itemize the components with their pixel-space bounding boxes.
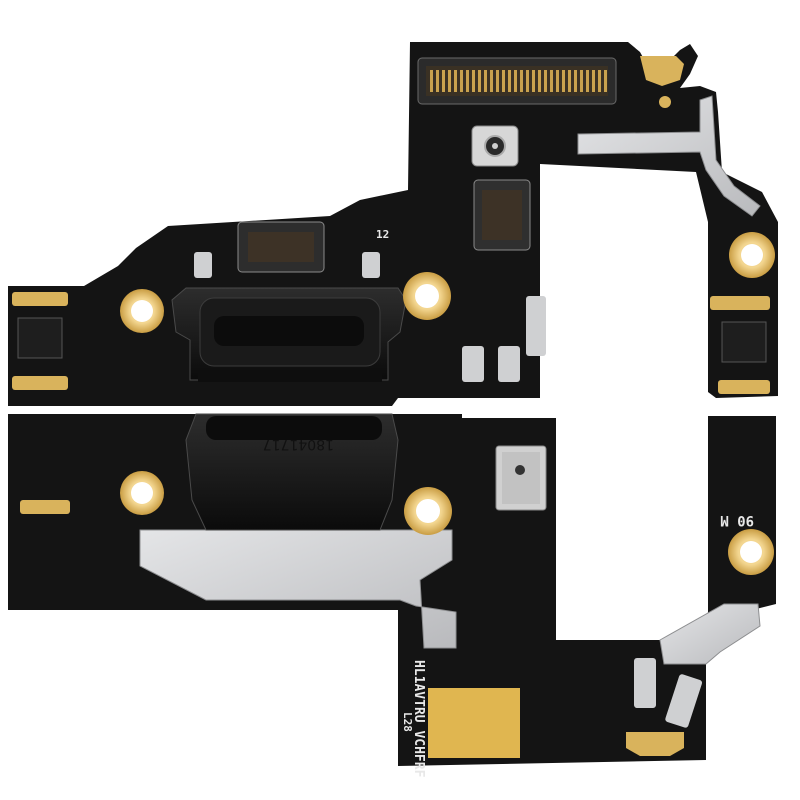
bottom-flex-board: 18041717 HL1AVTRU VCHFRF 90 M L28 bbox=[8, 413, 776, 778]
spring-clip bbox=[634, 658, 656, 708]
connector-pin bbox=[472, 70, 475, 92]
connector-pin bbox=[592, 70, 595, 92]
connector-pin bbox=[598, 70, 601, 92]
silk-mark: 90 M bbox=[720, 512, 754, 528]
chip bbox=[17, 317, 63, 359]
mount-hole bbox=[415, 284, 439, 308]
spring-clip bbox=[526, 296, 546, 356]
top-gold-notch bbox=[640, 56, 684, 86]
connector-code: 18041717 bbox=[263, 436, 334, 452]
connector-pin bbox=[454, 70, 457, 92]
board-connector-icon bbox=[417, 57, 617, 105]
antenna-connector-icon bbox=[471, 125, 519, 167]
usb-c-port-icon: 18041717 bbox=[185, 413, 399, 531]
side-pad bbox=[20, 500, 70, 514]
connector-pin bbox=[550, 70, 553, 92]
spring-clip bbox=[194, 252, 212, 278]
side-pad bbox=[12, 292, 68, 306]
spring-clip bbox=[498, 346, 520, 382]
mount-hole bbox=[740, 541, 762, 563]
board-connector-icon bbox=[237, 221, 325, 273]
microphone-icon bbox=[495, 445, 547, 511]
connector-pin bbox=[574, 70, 577, 92]
mount-hole bbox=[131, 482, 153, 504]
silk-small: L28 bbox=[401, 712, 414, 732]
connector-pin bbox=[496, 70, 499, 92]
top-flex-board: 12 bbox=[8, 42, 778, 406]
connector-pin bbox=[526, 70, 529, 92]
connector-pin bbox=[556, 70, 559, 92]
connector-pin bbox=[448, 70, 451, 92]
connector-pin bbox=[466, 70, 469, 92]
connector-pin bbox=[442, 70, 445, 92]
top-right-small-pad bbox=[659, 96, 671, 108]
connector-pin bbox=[520, 70, 523, 92]
connector-pin bbox=[508, 70, 511, 92]
side-pad bbox=[710, 296, 770, 310]
mount-hole bbox=[131, 300, 153, 322]
connector-pin bbox=[514, 70, 517, 92]
mount-hole bbox=[741, 244, 763, 266]
mount-hole bbox=[416, 499, 440, 523]
top-steel-bracket bbox=[577, 95, 761, 217]
spring-clip bbox=[665, 674, 703, 728]
usb-c-port-icon bbox=[171, 287, 407, 382]
connector-pin bbox=[484, 70, 487, 92]
connector-pin bbox=[586, 70, 589, 92]
connector-pin bbox=[430, 70, 433, 92]
connector-pin bbox=[538, 70, 541, 92]
bottom-steel-plate bbox=[139, 529, 457, 649]
connector-pin bbox=[460, 70, 463, 92]
connector-pin bbox=[478, 70, 481, 92]
gold-label-pad bbox=[428, 688, 520, 758]
bottom-gold-notch bbox=[626, 732, 684, 756]
chip bbox=[721, 321, 767, 363]
connector-pin bbox=[490, 70, 493, 92]
spring-clip bbox=[462, 346, 484, 382]
flex-connector-icon bbox=[473, 179, 531, 251]
connector-pin bbox=[502, 70, 505, 92]
connector-pin bbox=[580, 70, 583, 92]
side-pad bbox=[718, 380, 770, 394]
connector-pin bbox=[562, 70, 565, 92]
board-code: HL1AVTRU VCHFRF bbox=[411, 660, 426, 778]
connector-pin bbox=[604, 70, 607, 92]
side-pad bbox=[12, 376, 68, 390]
bottom-steel-tab bbox=[659, 603, 761, 665]
silk-number: 12 bbox=[376, 228, 389, 241]
connector-pin bbox=[436, 70, 439, 92]
connector-pin bbox=[568, 70, 571, 92]
connector-pin bbox=[544, 70, 547, 92]
spring-clip bbox=[362, 252, 380, 278]
connector-pin bbox=[532, 70, 535, 92]
